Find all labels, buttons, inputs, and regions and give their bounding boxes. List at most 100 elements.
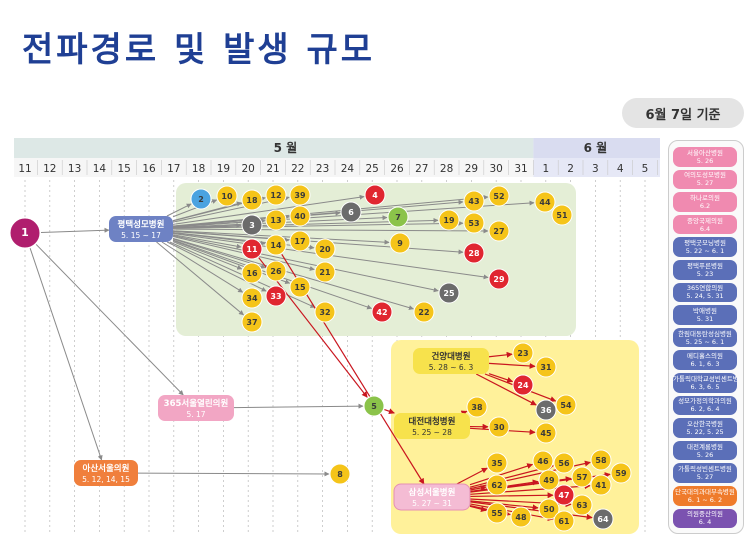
month-bar-june — [533, 138, 660, 158]
transmission-arrow — [469, 485, 487, 491]
transmission-arrow — [40, 227, 110, 233]
case-node-35: 35 — [486, 452, 508, 474]
case-number: 17 — [294, 237, 305, 246]
case-number: 13 — [270, 216, 281, 225]
day-label: 23 — [316, 163, 329, 175]
case-number: 20 — [319, 245, 331, 254]
legend-name: 서울아산병원 — [687, 148, 723, 157]
day-label: 19 — [217, 163, 230, 175]
legend-date: 5. 22, 5. 25 — [686, 427, 724, 436]
day-bar-june — [533, 158, 660, 177]
case-node-47: 47 — [553, 484, 575, 506]
case-number: 48 — [515, 513, 527, 522]
case-number: 62 — [491, 481, 502, 490]
case-node-62: 62 — [486, 474, 508, 496]
case-number: 29 — [493, 275, 505, 284]
case-node-13: 13 — [265, 209, 287, 231]
transmission-arrow — [35, 244, 184, 396]
case-number: 25 — [443, 289, 455, 298]
case-number: 12 — [270, 191, 281, 200]
case-number: 34 — [246, 294, 258, 303]
legend-date: 5. 31 — [696, 314, 714, 323]
case-node-24: 24 — [512, 374, 534, 396]
case-node-33: 33 — [265, 285, 287, 307]
case-number: 18 — [246, 196, 258, 205]
case-number: 7 — [395, 213, 401, 222]
transmission-arrow — [172, 235, 439, 293]
case-number: 54 — [560, 401, 572, 410]
case-node-14: 14 — [265, 234, 287, 256]
transmission-arrow — [233, 403, 364, 409]
hospital-period: 5. 17 — [186, 410, 205, 419]
day-label: 26 — [390, 163, 404, 175]
case-number: 9 — [397, 239, 403, 248]
case-number: 21 — [319, 268, 331, 277]
case-node-64: 64 — [592, 508, 614, 530]
case-number: 31 — [540, 363, 552, 372]
day-bar-may — [14, 158, 534, 177]
legend-date: 5. 26 — [696, 156, 714, 165]
case-number: 10 — [221, 192, 233, 201]
day-label: 21 — [266, 163, 279, 175]
transmission-arrow — [488, 373, 514, 383]
legend-name: 가톨릭대학교성빈센트병원 — [673, 374, 737, 383]
case-number: 53 — [468, 219, 479, 228]
case-node-6: 6 — [340, 201, 362, 223]
legend-name: 대전계룡병원 — [687, 442, 723, 451]
legend-name: 단국대의과대부속병원 — [675, 487, 735, 496]
transmission-arrow — [172, 234, 242, 249]
legend-name: 메디홀스의원 — [687, 352, 723, 361]
legend-name: 365연합의원 — [686, 284, 724, 293]
case-node-57: 57 — [571, 466, 593, 488]
case-number: 15 — [294, 283, 306, 292]
case-node-8: 8 — [329, 463, 351, 485]
legend-name: 하나로의원 — [690, 193, 720, 202]
day-label: 3 — [592, 163, 599, 175]
legend-date: 6.2 — [699, 201, 711, 210]
transmission-arrow — [460, 410, 468, 417]
day-label: 5 — [642, 163, 649, 175]
day-label: 28 — [440, 163, 453, 175]
case-number: 50 — [543, 505, 555, 514]
hospital-name: 아산서울의원 — [83, 463, 130, 474]
month-label-june: 6 월 — [584, 140, 608, 155]
case-node-28: 28 — [463, 242, 485, 264]
case-node-19: 19 — [438, 209, 460, 231]
legend-date: 6. 1, 6. 3 — [690, 360, 720, 369]
case-node-16: 16 — [241, 262, 263, 284]
case-number: 43 — [468, 197, 479, 206]
legend-name: 한림대동탄성심병원 — [678, 329, 732, 338]
transmission-arrow — [469, 503, 554, 522]
case-node-44: 44 — [534, 191, 556, 213]
case-number: 37 — [246, 318, 257, 327]
page-title: 전파경로 및 발생 규모 — [22, 30, 376, 70]
day-label: 25 — [366, 163, 379, 175]
case-node-30: 30 — [488, 416, 510, 438]
case-number: 35 — [491, 459, 503, 468]
case-node-43: 43 — [463, 190, 485, 212]
case-node-5: 5 — [363, 395, 385, 417]
hospital-name: 건양대병원 — [431, 351, 470, 362]
day-label: 29 — [465, 163, 478, 175]
transmission-arrow — [488, 362, 536, 369]
legend-name: 여의도성모병원 — [684, 171, 726, 180]
case-number: 26 — [270, 267, 282, 276]
day-label: 2 — [567, 163, 574, 175]
case-number: 33 — [270, 292, 281, 301]
case-number: 41 — [595, 481, 607, 490]
day-label: 15 — [118, 163, 131, 175]
transmission-arrow — [475, 373, 537, 406]
